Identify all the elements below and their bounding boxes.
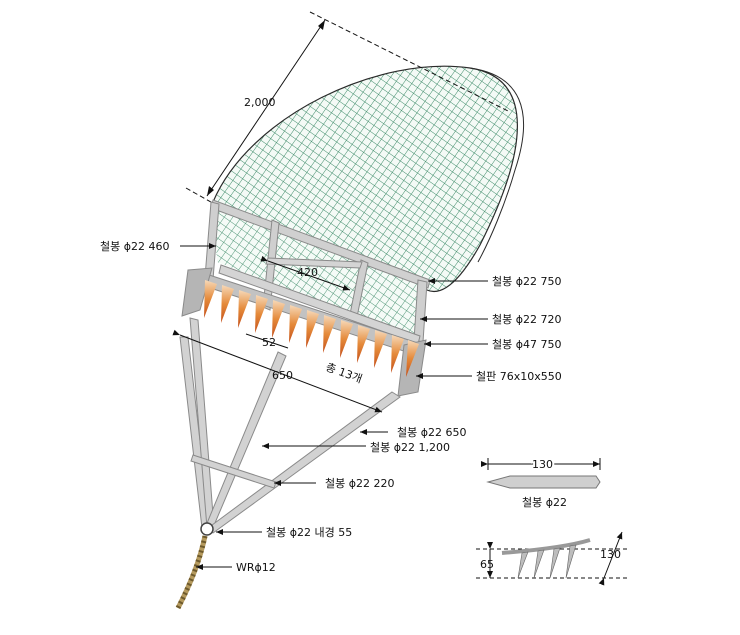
callout-rod-220: 철봉 ϕ22 220 xyxy=(325,477,394,490)
callout-rod-47: 철봉 ϕ47 750 xyxy=(492,338,561,351)
net-length-dimension: 2,000 xyxy=(185,11,511,207)
callout-rod-720: 철봉 ϕ22 720 xyxy=(492,313,561,326)
callout-rod-1200: 철봉 ϕ22 1,200 xyxy=(370,441,450,454)
callout-ring: 철봉 ϕ22 내경 55 xyxy=(266,526,352,539)
callout-wire-rope: WRϕ12 xyxy=(236,561,276,574)
tooth-detail-length: 130 xyxy=(532,458,553,471)
side-detail-length: 130 xyxy=(600,548,621,561)
tooth-count-label: 총 13개 xyxy=(324,361,364,386)
frame-span-label: 420 xyxy=(297,266,318,279)
towing-arms xyxy=(179,317,401,534)
tooth-detail-label: 철봉 ϕ22 xyxy=(522,496,567,509)
callout-plate: 철판 76x10x550 xyxy=(476,370,562,383)
mouth-width-label: 650 xyxy=(272,369,293,382)
callout-rod-650: 철봉 ϕ22 650 xyxy=(397,426,466,439)
side-detail: 65 130 xyxy=(476,531,630,586)
tow-ring xyxy=(200,522,214,536)
callout-rod-750: 철봉 ϕ22 750 xyxy=(492,275,561,288)
callout-rod-460: 철봉 ϕ22 460 xyxy=(100,240,169,253)
wire-rope xyxy=(175,535,208,610)
tooth-detail: 130 철봉 ϕ22 xyxy=(481,456,601,509)
net-length-label: 2,000 xyxy=(244,96,276,109)
side-detail-depth: 65 xyxy=(480,558,494,571)
callouts: 철봉 ϕ22 460 철봉 ϕ22 750 철봉 ϕ22 720 철봉 ϕ47 … xyxy=(100,240,562,574)
tooth-pitch-label: 52 xyxy=(262,336,276,349)
